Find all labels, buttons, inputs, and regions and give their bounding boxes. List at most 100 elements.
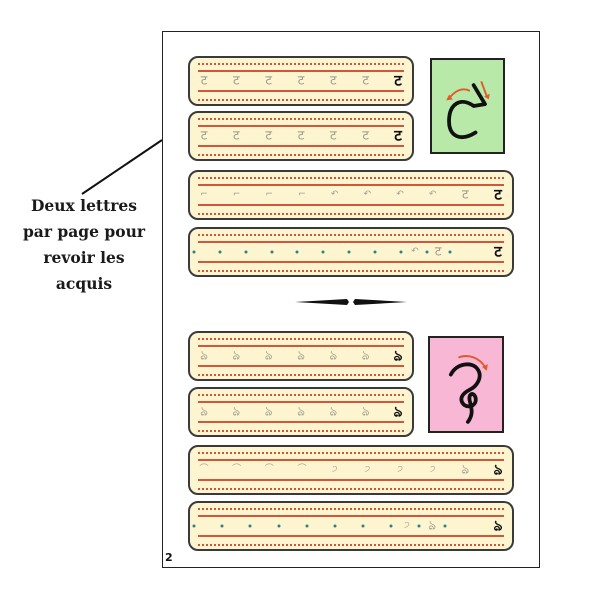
dotted-guide-line	[198, 99, 404, 101]
model-letter: ट	[394, 126, 402, 145]
baseline-red-line	[198, 459, 504, 461]
partial-stroke-trace: ⌒	[297, 464, 307, 475]
partial-stroke-trace: ⌐	[232, 189, 241, 200]
annotation-line-3: revoir les	[43, 248, 125, 267]
start-point-dot	[244, 250, 248, 254]
annotation-line-1: Deux lettres	[30, 196, 138, 215]
trace-letter: ঌ	[329, 348, 338, 364]
start-point-dot	[347, 250, 351, 254]
partial-stroke-trace: ੭	[429, 464, 436, 475]
partial-stroke-trace: ↶	[330, 189, 339, 200]
dotted-guide-line	[198, 154, 404, 156]
model-letter: ঌ	[493, 516, 503, 535]
dotted-guide-line	[198, 63, 404, 65]
start-point-dot	[305, 524, 309, 528]
trace-letter: ट	[200, 73, 208, 89]
dotted-guide-line	[198, 177, 504, 179]
model-letter: ঌ	[493, 460, 503, 479]
dotted-guide-line	[198, 430, 404, 432]
letter-stroke-guide-icon	[446, 81, 490, 139]
trace-letter: ঌ	[232, 404, 241, 420]
baseline-red-line	[198, 401, 404, 403]
partial-stroke-trace: ੭	[331, 464, 338, 475]
baseline-red-line	[198, 345, 404, 347]
trace-letter: ঌ	[264, 348, 273, 364]
dotted-guide-line	[198, 118, 404, 120]
start-point-dot	[417, 524, 421, 528]
annotation-line-4: acquis	[55, 274, 113, 293]
start-point-dot	[192, 250, 196, 254]
trace-letter: ट	[330, 128, 337, 144]
partial-stroke-trace: ⌒	[199, 464, 209, 475]
trace-letter: ঌ	[461, 462, 470, 478]
start-point-dot	[425, 250, 428, 254]
trace-letter: ঌ	[232, 348, 241, 364]
model-letter: ट	[494, 242, 502, 261]
trace-letter: ट	[362, 128, 369, 144]
partial-stroke-trace: ੭	[364, 464, 371, 475]
section-divider-ornament	[295, 299, 407, 305]
letter-card-green	[430, 58, 505, 154]
annotation-text: Deux lettres par page pour revoir les ac…	[14, 193, 154, 297]
dotted-guide-line	[198, 374, 404, 376]
partial-stroke-trace: ੭	[397, 464, 403, 475]
letter-stroke-guide-icon	[448, 355, 488, 424]
trace-letter: ঌ	[297, 348, 305, 364]
trace-letter: ঌ	[200, 348, 208, 364]
start-point-dot	[389, 524, 393, 528]
start-point-dot	[399, 250, 403, 254]
letter-card-pink	[428, 336, 504, 433]
start-point-dot	[295, 250, 299, 254]
trace-letter: ঌ	[297, 404, 305, 420]
partial-stroke-trace: ⌐	[200, 189, 208, 200]
trace-letter: ঌ	[361, 404, 370, 420]
trace-letter: ঌ	[264, 404, 273, 420]
dotted-guide-line	[198, 270, 504, 272]
partial-stroke-trace: ↶	[396, 189, 404, 200]
trace-letter: ट	[434, 244, 442, 260]
start-point-dot	[448, 250, 452, 254]
start-point-dot	[277, 524, 281, 528]
baseline-red-line	[198, 365, 404, 367]
baseline-red-line	[198, 145, 404, 147]
baseline-red-line	[198, 125, 404, 127]
partial-stroke-trace: ⌐	[298, 189, 306, 200]
trace-letter: ट	[200, 128, 208, 144]
partial-stroke-trace: ⌒	[264, 464, 274, 475]
dotted-guide-line	[198, 544, 504, 546]
dotted-guide-line	[198, 338, 404, 340]
dotted-guide-line	[198, 508, 504, 510]
start-point-dot	[218, 250, 222, 254]
start-point-dot	[270, 250, 273, 254]
model-letter: ट	[394, 71, 402, 90]
start-point-dot	[333, 524, 337, 528]
dotted-guide-line	[198, 213, 504, 215]
dotted-guide-line	[198, 394, 404, 396]
partial-stroke-trace: ↶	[363, 189, 372, 200]
partial-stroke-trace: ੭	[403, 520, 410, 531]
trace-letter: ट	[297, 128, 305, 144]
start-point-dot	[321, 250, 325, 254]
baseline-red-line	[198, 535, 504, 537]
trace-letter: ट	[330, 73, 337, 89]
trace-letter: ट	[297, 73, 305, 89]
model-letter: ट	[494, 185, 502, 204]
start-point-dot	[220, 524, 224, 528]
trace-letter: ट	[233, 73, 240, 89]
model-letter: ঌ	[393, 346, 403, 365]
model-letter: ঌ	[393, 402, 403, 421]
trace-letter: ঌ	[361, 348, 370, 364]
trace-letter: ट	[233, 128, 240, 144]
start-point-dot	[373, 250, 377, 254]
trace-letter: ঌ	[200, 404, 208, 420]
trace-letter: ट	[462, 187, 469, 203]
